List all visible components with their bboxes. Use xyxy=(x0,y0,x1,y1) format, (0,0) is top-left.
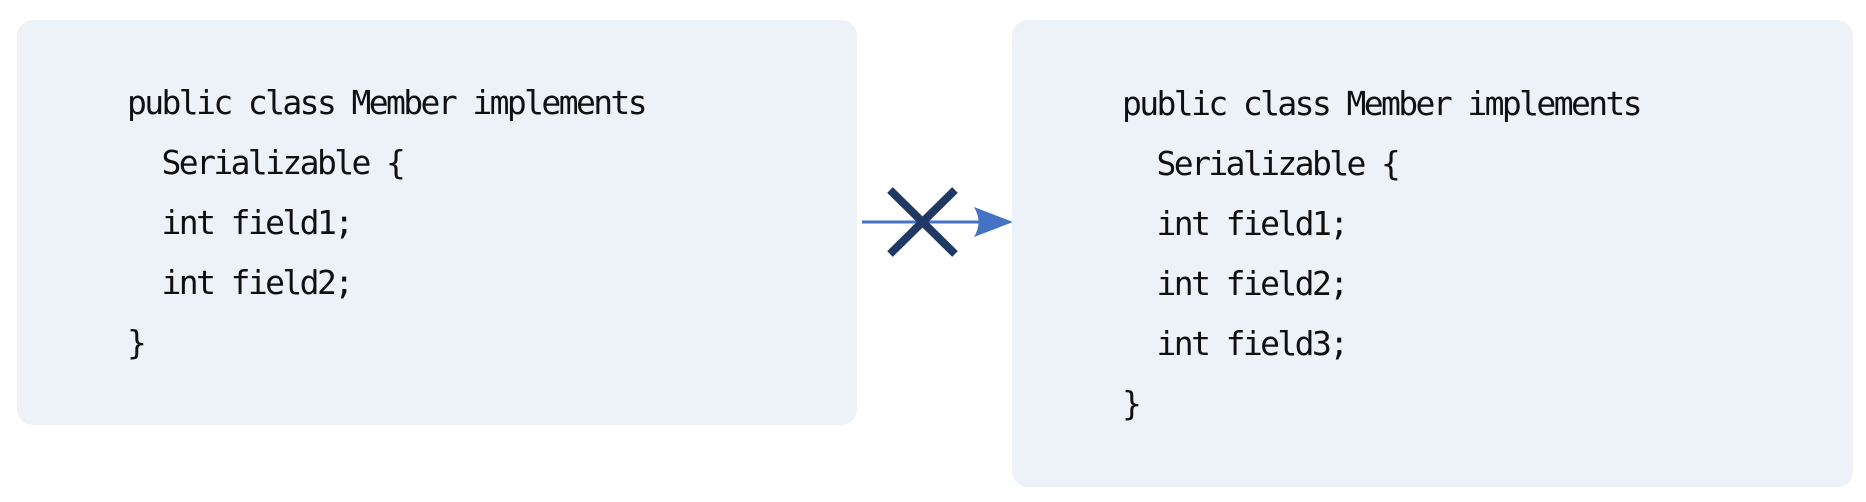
crossed-out-right-arrow-icon xyxy=(862,187,1013,257)
code-panel-after: public class Member implements Serializa… xyxy=(1012,20,1853,487)
code-block-after: public class Member implements Serializa… xyxy=(1122,83,1643,423)
code-panel-before: public class Member implements Serializa… xyxy=(17,20,857,425)
arrow-head xyxy=(974,207,1013,237)
code-block-before: public class Member implements Serializa… xyxy=(127,82,648,362)
cross-stroke-2 xyxy=(887,187,958,257)
